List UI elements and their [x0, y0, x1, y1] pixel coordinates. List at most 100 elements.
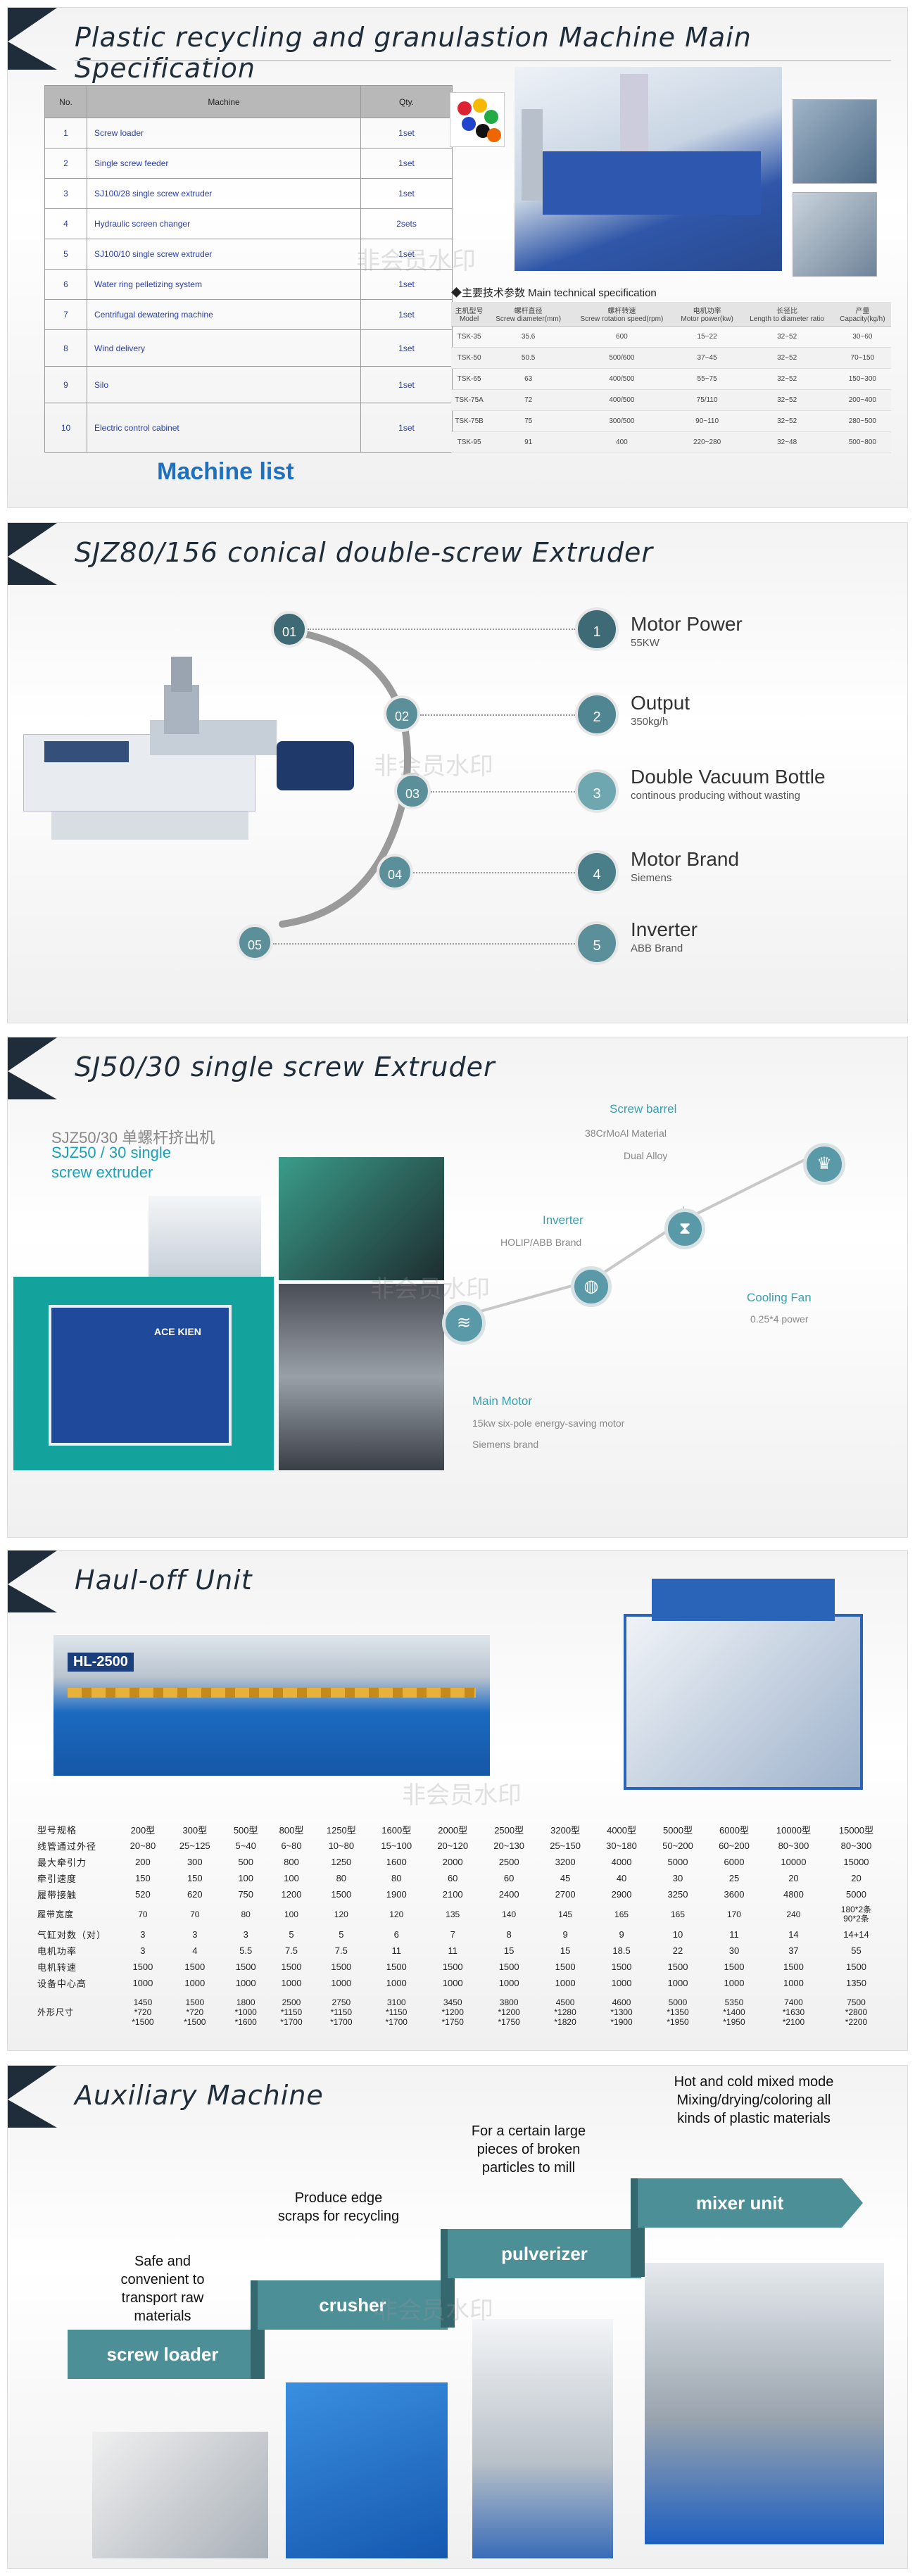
row-label: 电机转速 [37, 1962, 77, 1973]
connector-line [308, 629, 575, 630]
haul-off-cell: 5000型 [663, 1825, 693, 1836]
feature-title: Motor Power [631, 613, 743, 635]
spec-col-header: 螺杆直径 Screw diameter(mm) [487, 302, 570, 327]
title-underline [75, 60, 891, 61]
row-machine: Electric control cabinet [87, 403, 361, 453]
spec-cell: 400/500 [569, 368, 674, 390]
haul-off-cell: 3250 [667, 1889, 688, 1900]
haul-off-cell: 18.5 [612, 1945, 631, 1956]
haul-off-cell: 1500 [132, 1962, 153, 1972]
haul-off-cell: 1500 [386, 1962, 407, 1972]
watermark: 非会员水印 [402, 1782, 522, 1809]
corner-decoration [8, 8, 57, 42]
panel-title: SJZ80/156 conical double-screw Extruder [75, 537, 654, 568]
spec-cell: 150~300 [833, 368, 891, 390]
haul-off-cell: 1350 [846, 1978, 866, 1988]
feature-dot-4: 4 [575, 850, 619, 894]
row-machine: Wind delivery [87, 329, 361, 367]
feature-title: Output [631, 692, 690, 714]
haul-off-cell: 120 [389, 1909, 404, 1919]
haul-off-cell: 3 [140, 1945, 146, 1956]
haul-off-cell: 5000 *1350 *1950 [667, 1997, 689, 2027]
extruder-caption-cn: SJZ50/30 单螺杆挤出机 [51, 1129, 215, 1147]
haul-off-cell: 3200 [555, 1857, 576, 1867]
haul-off-cell: 25~125 [179, 1841, 210, 1851]
inverter-label: Inverter [543, 1213, 583, 1227]
dryer-hopper-image [149, 1196, 261, 1277]
corner-triangle [8, 557, 57, 585]
haul-off-cell: 150 [187, 1873, 203, 1883]
haul-off-cell: 1000 [184, 1978, 206, 1988]
haul-off-cell: 25 [728, 1873, 740, 1883]
crusher-image [286, 2382, 448, 2558]
haul-off-cell: 750 [238, 1889, 254, 1900]
haul-off-cell: 4000型 [607, 1825, 637, 1836]
haul-off-cell: 135 [446, 1909, 460, 1919]
row-number: 10 [44, 403, 87, 453]
spec-cell: TSK-35 [451, 326, 488, 348]
haul-off-cell: 6000 [724, 1857, 745, 1867]
haul-off-cell: 2700 [555, 1889, 576, 1900]
spec-cell: 400 [569, 431, 674, 453]
spec-cell: TSK-75B [451, 410, 488, 432]
haul-off-cell: 1500 [846, 1962, 866, 1972]
feature-dot-5: 5 [575, 921, 619, 965]
haul-off-cell: 7.5 [334, 1945, 348, 1956]
col-header-no: No. [44, 85, 87, 118]
conical-extruder-panel: SJZ80/156 conical double-screw Extruder … [7, 522, 908, 1023]
feature-dot-3: 3 [575, 769, 619, 813]
haul-off-cell: 300型 [182, 1825, 208, 1836]
haul-off-cell: 2500型 [494, 1825, 524, 1836]
spec-cell: 90~110 [674, 410, 740, 432]
row-number: 7 [44, 299, 87, 330]
haul-off-cell: 60 [503, 1873, 515, 1883]
feature-title: Double Vacuum Bottle [631, 766, 826, 788]
watermark: 非会员水印 [374, 753, 493, 780]
row-machine: Water ring pelletizing system [87, 269, 361, 300]
connector-line [273, 943, 575, 945]
feature-subtitle: 55KW [631, 637, 660, 649]
watermark: 非会员水印 [374, 2297, 493, 2324]
haul-off-cell: 620 [187, 1889, 203, 1900]
haul-off-cell: 7 [450, 1929, 455, 1940]
row-machine: Silo [87, 366, 361, 403]
row-number: 4 [44, 208, 87, 239]
haul-off-cell: 2500 [498, 1857, 519, 1867]
row-label: 气缸对数（对） [37, 1930, 107, 1940]
haul-off-cell: 1250 [331, 1857, 352, 1867]
haul-off-cell: 1450 *720 *1500 [132, 1997, 154, 2027]
screw-element-image [793, 192, 877, 277]
row-label: 电机功率 [37, 1946, 77, 1957]
haul-off-cell: 15000 [843, 1857, 869, 1867]
feature-subtitle: Siemens [631, 872, 672, 884]
screw-barrel-label: Screw barrel [610, 1102, 677, 1116]
row-qty: 2sets [360, 208, 453, 239]
spec-cell: 500~800 [833, 431, 891, 453]
haul-off-cell: 800 [284, 1857, 299, 1867]
feature-title: Motor Brand [631, 848, 740, 870]
row-label: 型号规格 [37, 1825, 77, 1836]
haul-off-cell: 4 [192, 1945, 198, 1956]
spec-cell: 91 [487, 431, 570, 453]
panel-title: Auxiliary Machine [75, 2080, 324, 2111]
haul-off-cell: 1500 [611, 1962, 632, 1972]
haul-off-cell: 60~200 [719, 1841, 750, 1851]
screw-loader-step: screw loader [68, 2330, 258, 2379]
row-machine: SJ100/10 single screw extruder [87, 239, 361, 270]
feature-subtitle: ABB Brand [631, 942, 683, 954]
step-05: 05 [236, 924, 273, 961]
haul-off-cell: 500型 [233, 1825, 258, 1836]
cooling-fan-label: Cooling Fan [747, 1291, 812, 1304]
